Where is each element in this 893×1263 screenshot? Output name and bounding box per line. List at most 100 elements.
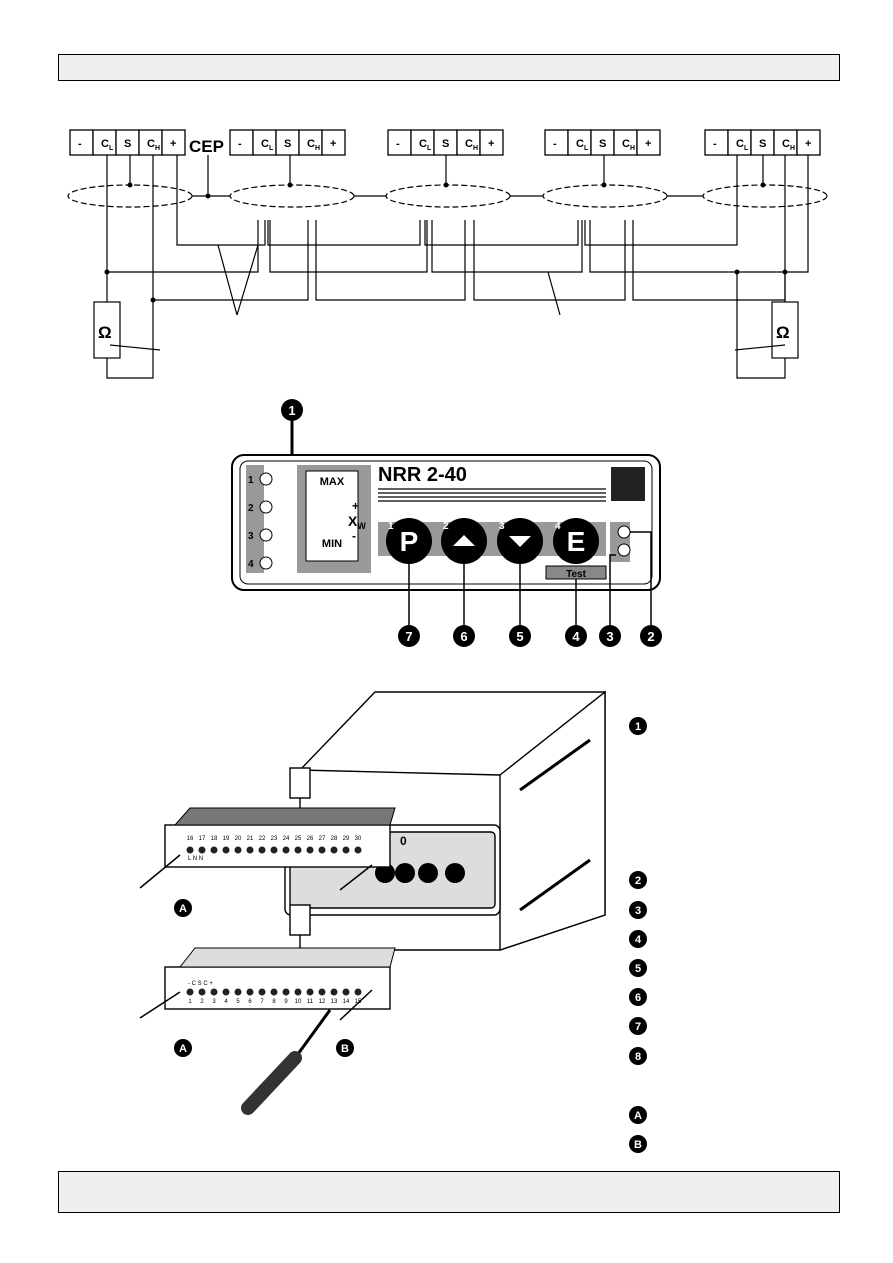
terminal-label: -: [396, 138, 400, 150]
callout-7: [398, 625, 420, 647]
led-strip: [246, 465, 264, 573]
legend-marker-4: [629, 930, 647, 948]
terminal-screw: [342, 846, 350, 854]
terminal-label: +: [170, 138, 176, 150]
resistor-symbol-left: Ω: [98, 323, 112, 342]
terminal-label: S: [442, 138, 449, 150]
terminal-number: 25: [295, 836, 302, 842]
terminal-number: 16: [187, 836, 194, 842]
terminal-number: 29: [343, 836, 350, 842]
terminal-screw: [210, 846, 218, 854]
button-1: [386, 518, 432, 564]
callout-label: 4: [572, 629, 580, 644]
terminal-number: 2: [200, 999, 204, 1005]
callout-label: 6: [460, 629, 467, 644]
legend-label: 1: [635, 721, 641, 733]
header-bar: [58, 54, 840, 81]
terminal-screw: [222, 846, 230, 854]
terminal-cell: [161, 129, 186, 156]
terminal-screw: [246, 846, 254, 854]
top-terminal-connector: [164, 807, 396, 868]
terminal-screw: [330, 988, 338, 996]
xw-main: X: [348, 513, 358, 529]
callout-label: 2: [647, 629, 654, 644]
led-indicator-top: [617, 525, 631, 539]
max-label: MAX: [320, 476, 345, 488]
terminal-screw: [282, 988, 290, 996]
min-label: MIN: [322, 538, 342, 550]
legend-label: 5: [635, 963, 641, 975]
terminal-number: 9: [284, 999, 288, 1005]
mini-buttons: [375, 863, 465, 883]
terminal-screw: [246, 988, 254, 996]
button-label: P: [400, 526, 419, 557]
terminal-label: S: [759, 138, 766, 150]
terminal-screw: [306, 988, 314, 996]
callout-3: [599, 625, 621, 647]
terminal-label: -: [713, 138, 717, 150]
terminal-screw: [354, 988, 362, 996]
arrow-down-icon: [509, 536, 531, 547]
terminal-cell: [321, 129, 346, 156]
legend-marker-2: [629, 871, 647, 889]
led-3: [259, 528, 273, 542]
led-1: [259, 472, 273, 486]
terminal-screw: [318, 988, 326, 996]
terminal-number: 3: [212, 999, 216, 1005]
callout-6: [453, 625, 475, 647]
terminal-number: 23: [271, 836, 278, 842]
terminal-number: 24: [283, 836, 290, 842]
led-number: 3: [248, 531, 254, 542]
legend-label: 3: [635, 905, 641, 917]
marker-a-bottom: A: [179, 1043, 187, 1055]
terminal-number: 7: [260, 999, 264, 1005]
terminal-screw: [198, 988, 206, 996]
terminal-label: +: [645, 138, 651, 150]
junction-dots: [104, 182, 788, 303]
terminal-number: 12: [319, 999, 326, 1005]
callout-2: [640, 625, 662, 647]
terminal-number: 8: [272, 999, 276, 1005]
legend-label: B: [634, 1139, 642, 1151]
svg-text:XW: XW: [348, 513, 366, 531]
legend-label: 6: [635, 992, 641, 1004]
terminal-screw: [282, 846, 290, 854]
xw-sub: W: [357, 521, 366, 531]
legend-marker-5: [629, 959, 647, 977]
legend-label: 4: [635, 934, 642, 946]
legend-marker-7: [629, 1017, 647, 1035]
led-4: [259, 556, 273, 570]
legend-marker-3: [629, 901, 647, 919]
terminal-screw: [258, 846, 266, 854]
terminal-number: 10: [295, 999, 302, 1005]
terminal-number: 5: [236, 999, 240, 1005]
terminal-screw: [306, 846, 314, 854]
device-model-fragment: 0: [400, 834, 407, 848]
led-number: 4: [248, 559, 254, 570]
legend-label: A: [634, 1110, 642, 1122]
terminal-screw: [294, 988, 302, 996]
terminal-number: 20: [235, 836, 242, 842]
led-number: 2: [248, 503, 254, 514]
terminal-cell: [479, 129, 504, 156]
terminal-screw: [318, 846, 326, 854]
terminal-screw: [198, 846, 206, 854]
callout-label: 5: [516, 629, 523, 644]
arrow-up-icon: [453, 535, 475, 546]
terminal-label: +: [805, 138, 811, 150]
legend-marker-1: [629, 717, 647, 735]
plus-label: +: [352, 499, 359, 513]
terminal-number: 21: [247, 836, 254, 842]
bottom-terminal-connector: [164, 947, 396, 1010]
terminal-screw: [186, 846, 194, 854]
legend-label: 2: [635, 875, 641, 887]
terminal-number: 19: [223, 836, 230, 842]
callout-label: 7: [405, 629, 412, 644]
button-number: 1: [388, 521, 394, 532]
terminal-label: -: [238, 138, 242, 150]
